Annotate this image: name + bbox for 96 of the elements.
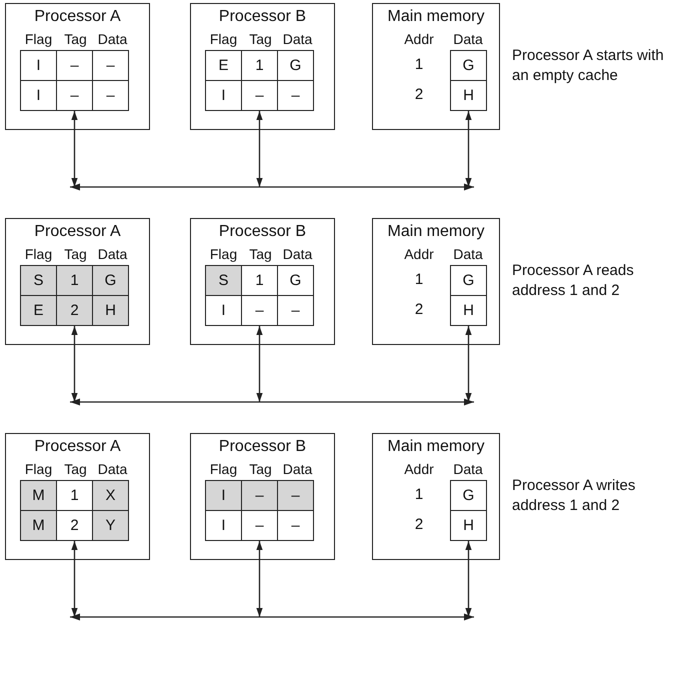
column-header: Tag <box>248 246 273 262</box>
row-number: 1 <box>414 271 424 288</box>
table-cell: G <box>92 265 129 296</box>
table-cell: I <box>205 80 242 111</box>
table-cell: I <box>205 480 242 511</box>
box-title: Processor B <box>218 223 308 241</box>
caption-text: Processor A reads address 1 and 2 <box>512 261 635 301</box>
processor-box <box>5 433 150 560</box>
table-cell: I <box>205 295 242 326</box>
table-cell: G <box>450 265 487 296</box>
processor-box <box>5 3 150 130</box>
table-cell: S <box>20 265 57 296</box>
row-number: 2 <box>414 86 424 103</box>
box-title: Processor A <box>33 438 122 456</box>
memory-box <box>372 433 500 560</box>
row-number: 1 <box>414 56 424 73</box>
box-title: Processor B <box>218 438 308 456</box>
column-header: Tag <box>248 461 273 477</box>
memory-box <box>372 218 500 345</box>
column-header: Tag <box>63 31 88 47</box>
caption-text: Processor A writes address 1 and 2 <box>512 476 636 516</box>
arrow <box>71 111 78 187</box>
column-header: Data <box>452 461 484 477</box>
column-header: Addr <box>403 31 435 47</box>
column-header: Data <box>282 31 314 47</box>
table-cell: H <box>92 295 129 326</box>
table-cell: H <box>450 295 487 326</box>
table-cell: G <box>450 480 487 511</box>
column-header: Addr <box>403 246 435 262</box>
table-cell: X <box>92 480 129 511</box>
table-cell: I <box>20 80 57 111</box>
bus-arrow <box>70 182 474 192</box>
arrow <box>71 326 78 402</box>
column-header: Flag <box>208 461 238 477</box>
arrow <box>256 541 263 617</box>
table-cell: – <box>277 80 314 111</box>
table-cell: – <box>92 80 129 111</box>
processor-box <box>190 3 335 130</box>
column-header: Tag <box>63 461 88 477</box>
table-cell: S <box>205 265 242 296</box>
table-cell: – <box>241 480 278 511</box>
row-number: 2 <box>414 516 424 533</box>
arrow <box>256 111 263 187</box>
column-header: Flag <box>208 31 238 47</box>
column-header: Data <box>452 246 484 262</box>
column-header: Tag <box>63 246 88 262</box>
table-cell: E <box>20 295 57 326</box>
column-header: Addr <box>403 461 435 477</box>
processor-box <box>190 433 335 560</box>
column-header: Data <box>96 461 128 477</box>
table-cell: M <box>20 480 57 511</box>
box-title: Processor A <box>33 8 122 26</box>
table-cell: H <box>450 510 487 541</box>
column-header: Data <box>96 246 128 262</box>
box-title: Processor B <box>218 8 308 26</box>
table-cell: H <box>450 80 487 111</box>
table-cell: G <box>450 50 487 81</box>
arrow <box>71 541 78 617</box>
arrow <box>256 326 263 402</box>
table-cell: – <box>92 50 129 81</box>
memory-box <box>372 3 500 130</box>
bus-arrow <box>70 397 474 407</box>
table-cell: G <box>277 50 314 81</box>
column-header: Data <box>282 461 314 477</box>
column-header: Flag <box>24 246 54 262</box>
table-cell: I <box>205 510 242 541</box>
caption-text: Processor A starts with an empty cache <box>512 46 665 86</box>
box-title: Main memory <box>386 223 486 241</box>
column-header: Tag <box>248 31 273 47</box>
column-header: Flag <box>24 461 54 477</box>
bus-arrow <box>70 612 474 622</box>
table-cell: Y <box>92 510 129 541</box>
arrow <box>465 541 472 617</box>
row-number: 2 <box>414 301 424 318</box>
table-cell: 1 <box>56 265 93 296</box>
table-cell: – <box>277 510 314 541</box>
box-title: Processor A <box>33 223 122 241</box>
table-cell: – <box>277 295 314 326</box>
box-title: Main memory <box>386 8 486 26</box>
arrow <box>465 326 472 402</box>
processor-box <box>5 218 150 345</box>
arrow <box>465 111 472 187</box>
processor-box <box>190 218 335 345</box>
table-cell: – <box>277 480 314 511</box>
table-cell: I <box>20 50 57 81</box>
column-header: Data <box>282 246 314 262</box>
table-cell: M <box>20 510 57 541</box>
table-cell: 2 <box>56 295 93 326</box>
box-title: Main memory <box>386 438 486 456</box>
column-header: Data <box>96 31 128 47</box>
table-cell: G <box>277 265 314 296</box>
column-header: Flag <box>208 246 238 262</box>
column-header: Flag <box>24 31 54 47</box>
row-number: 1 <box>414 486 424 503</box>
column-header: Data <box>452 31 484 47</box>
table-cell: E <box>205 50 242 81</box>
